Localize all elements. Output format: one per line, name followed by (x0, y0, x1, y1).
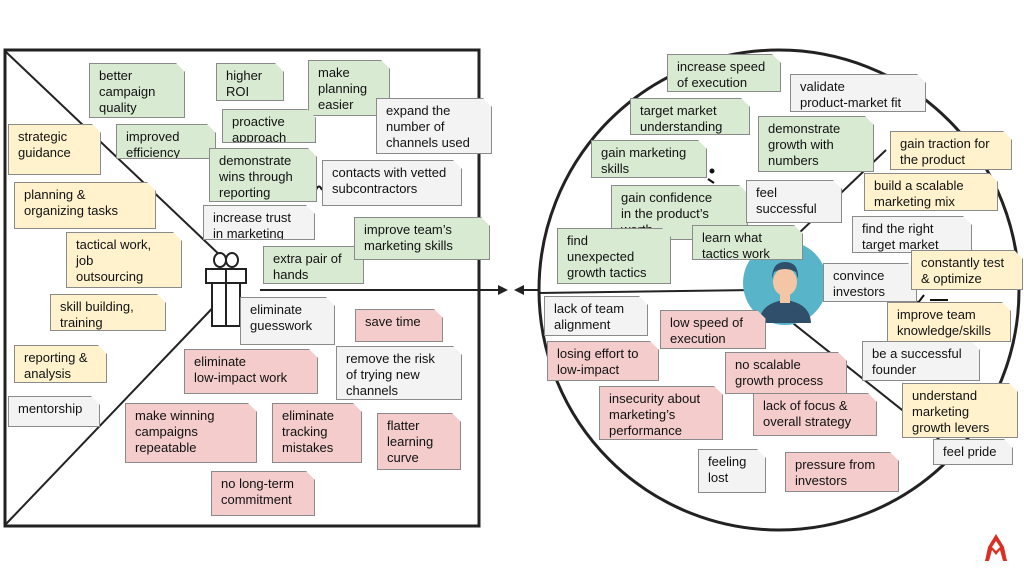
customer-gain-note: gain marketing skills (591, 140, 707, 178)
customer-neutral-note: validate product-market fit (790, 74, 926, 112)
product-service-note: strategic guidance (8, 124, 101, 175)
customer-job-note: build a scalable marketing mix (864, 173, 998, 211)
customer-pain-note: low speed of execution (660, 310, 766, 349)
customer-gain-note: target market understanding (630, 98, 750, 135)
customer-job-note: constantly test & optimize (911, 250, 1023, 290)
customer-neutral-note: feel pride (933, 439, 1013, 465)
pain-reliever-note: save time (355, 309, 443, 342)
product-service-note: planning & organizing tasks (14, 182, 156, 229)
value-map-neutral-note: mentorship (8, 396, 100, 427)
gain-creator-note: proactive approach (222, 109, 316, 143)
customer-pain-note: no scalable growth process (725, 352, 847, 394)
customer-neutral-note: feel successful (746, 180, 842, 223)
customer-job-note: improve team knowledge/skills (887, 302, 1011, 342)
value-map-neutral-note: remove the risk of trying new channels (336, 346, 462, 400)
customer-neutral-note: lack of team alignment (544, 296, 648, 336)
customer-neutral-note: convince investors (823, 263, 917, 302)
customer-divider-gains-pains (538, 289, 756, 294)
customer-job-note: gain traction for the product (890, 131, 1012, 170)
gain-creator-note: make planning easier (308, 60, 390, 116)
product-service-note: skill building, training (50, 294, 166, 331)
customer-pain-note: losing effort to low-impact tasks (547, 341, 659, 381)
customer-gain-note: find unexpected growth tactics (557, 228, 671, 284)
gain-creator-note: demonstrate wins through reporting (209, 148, 317, 202)
customer-job-note: understand marketing growth levers (902, 383, 1018, 438)
customer-neutral-note: be a successful founder (862, 341, 980, 381)
customer-gain-note: learn what tactics work (692, 225, 803, 260)
pain-reliever-note: make winning campaigns repeatable (125, 403, 257, 463)
brand-logo-icon (985, 534, 1007, 561)
gain-creator-note: higher ROI (216, 63, 284, 101)
pain-reliever-note: eliminate tracking mistakes (272, 403, 362, 463)
gain-creator-note: better campaign quality (89, 63, 185, 118)
product-service-note: tactical work, job outsourcing (66, 232, 182, 288)
customer-neutral-note: find the right target market (852, 216, 972, 253)
pain-reliever-note: no long-term commitment (211, 471, 315, 516)
value-map-square (3, 48, 481, 528)
gain-creator-note: extra pair of hands (263, 246, 364, 284)
gain-creator-note: improve team’s marketing skills (354, 217, 490, 260)
customer-gain-note: demonstrate growth with numbers (758, 116, 874, 172)
value-map-divider-upper (5, 51, 226, 261)
fit-arrows (260, 285, 538, 295)
customer-pain-note: insecurity about marketing’s performance (599, 386, 723, 440)
customer-pain-note: pressure from investors (785, 452, 899, 492)
customer-pain-note: lack of focus & overall strategy (753, 393, 877, 436)
value-map-neutral-note: expand the number of channels used (376, 98, 492, 154)
gift-icon (205, 252, 247, 327)
value-map-neutral-note: eliminate guesswork (240, 297, 335, 345)
value-map-divider-lower (5, 294, 226, 525)
value-map-neutral-note: increase trust in marketing (203, 205, 315, 240)
product-service-note: reporting & analysis (14, 345, 107, 383)
customer-gain-note: increase speed of execution (667, 54, 781, 92)
pain-reliever-note: flatter learning curve (377, 413, 461, 470)
gain-creator-note: improved efficiency (116, 124, 216, 159)
value-map-neutral-note: contacts with vetted subcontractors (322, 160, 462, 206)
customer-profile-circle (537, 48, 1021, 532)
customer-neutral-note: feeling lost (698, 449, 766, 493)
person-avatar-icon (743, 241, 827, 325)
pain-reliever-note: eliminate low-impact work (184, 349, 318, 394)
